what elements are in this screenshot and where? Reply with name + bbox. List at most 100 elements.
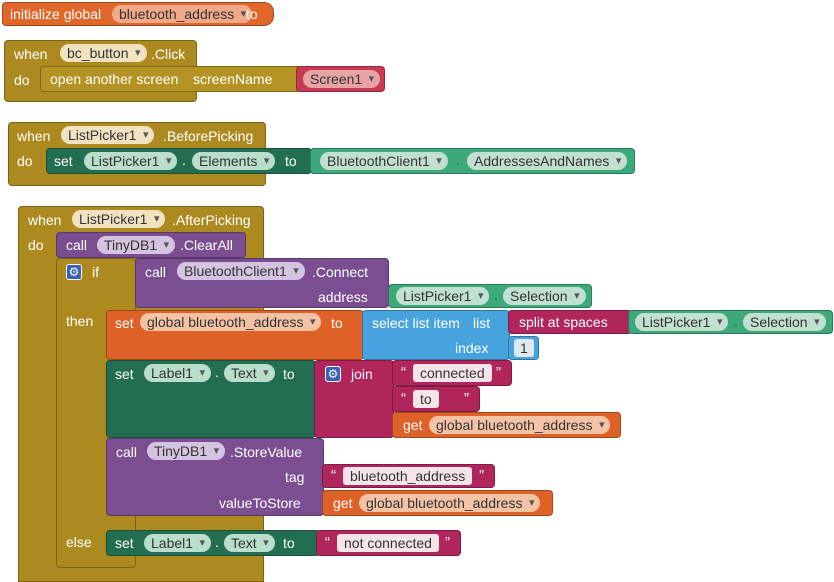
get-global-block[interactable]: get global bluetooth_address xyxy=(392,412,621,438)
component-dropdown[interactable]: bc_button xyxy=(60,44,147,62)
select-list-item-label: select list item xyxy=(372,315,460,331)
string-value[interactable]: connected xyxy=(413,364,492,382)
do-label: do xyxy=(17,153,33,169)
if-label: if xyxy=(92,264,99,280)
split-label: split at spaces xyxy=(519,314,608,330)
close-quote-icon: ” xyxy=(496,364,501,381)
global-init-to: to xyxy=(246,6,258,22)
event-name: .AfterPicking xyxy=(172,212,251,228)
open-quote-icon: “ xyxy=(325,534,330,551)
set-global-block[interactable]: set global bluetooth_address to xyxy=(106,310,364,360)
component-dropdown[interactable]: ListPicker1 xyxy=(61,126,155,144)
method-name: .StoreValue xyxy=(230,444,303,460)
event-name: .Click xyxy=(151,46,186,62)
dot-separator: . xyxy=(182,152,186,168)
call-label: call xyxy=(66,237,88,253)
split-at-spaces-block[interactable]: split at spaces xyxy=(508,310,632,334)
call-label: call xyxy=(145,264,167,280)
string-value[interactable]: to xyxy=(413,390,439,408)
listpicker-dropdown[interactable]: ListPicker1 xyxy=(396,287,490,305)
target-component-dropdown[interactable]: ListPicker1 xyxy=(84,152,178,170)
text-string-block[interactable]: “ connected ” xyxy=(392,360,512,386)
gear-icon[interactable]: ⚙ xyxy=(66,264,82,280)
property-dropdown[interactable]: Text xyxy=(224,534,275,552)
set-elements-block[interactable]: set ListPicker1 . Elements to xyxy=(46,148,312,174)
string-value[interactable]: bluetooth_address xyxy=(343,467,473,485)
join-label: join xyxy=(351,366,373,382)
close-quote-icon: ” xyxy=(464,390,469,407)
event-name: .BeforePicking xyxy=(163,128,254,144)
global-var-dropdown[interactable]: global bluetooth_address xyxy=(429,416,611,434)
method-name: .ClearAll xyxy=(180,237,233,253)
select-list-item-block[interactable]: select list item list index xyxy=(362,310,510,360)
dot-separator: . xyxy=(494,287,498,303)
global-var-name[interactable]: bluetooth_address xyxy=(112,5,253,23)
listpicker-selection-block[interactable]: ListPicker1 . Selection xyxy=(388,284,592,308)
store-value-block[interactable]: call TinyDB1 .StoreValue tag valueToStor… xyxy=(106,438,324,516)
index-number-block[interactable]: 1 xyxy=(508,336,539,360)
dot-separator: . xyxy=(456,152,460,168)
addresses-and-names-block[interactable]: BluetoothClient1 . AddressesAndNames xyxy=(310,148,635,174)
when-label: when xyxy=(17,128,51,144)
if-else-block[interactable]: ⚙ if then else xyxy=(56,258,136,568)
address-param: address xyxy=(318,289,368,305)
set-label: set xyxy=(115,366,134,382)
when-label: when xyxy=(14,46,48,62)
set-label-text-block[interactable]: set Label1 . Text to xyxy=(106,360,316,438)
open-quote-icon: “ xyxy=(401,390,406,407)
dot-separator: . xyxy=(215,364,219,380)
open-quote-icon: “ xyxy=(401,364,406,381)
global-var-dropdown[interactable]: global bluetooth_address xyxy=(359,494,541,512)
open-quote-icon: “ xyxy=(331,467,336,484)
set-label: set xyxy=(54,153,73,169)
label-component-dropdown[interactable]: Label1 xyxy=(144,534,212,552)
close-quote-icon: ” xyxy=(479,467,484,484)
gear-icon[interactable]: ⚙ xyxy=(325,366,341,382)
tinydb-dropdown[interactable]: TinyDB1 xyxy=(97,236,176,254)
clear-all-block[interactable]: call TinyDB1 .ClearAll xyxy=(56,232,246,258)
method-name: .Connect xyxy=(312,264,369,280)
text-string-block[interactable]: “ to ” xyxy=(392,386,480,412)
connect-block[interactable]: call BluetoothClient1 .Connect address xyxy=(135,258,389,308)
tag-param: tag xyxy=(285,469,305,485)
when-label: when xyxy=(28,212,62,228)
tag-string-block[interactable]: “ bluetooth_address ” xyxy=(322,464,495,488)
then-label: then xyxy=(66,313,94,329)
property-dropdown[interactable]: Elements xyxy=(192,152,276,170)
get-global-block[interactable]: get global bluetooth_address xyxy=(322,490,553,516)
call-label: call xyxy=(116,444,138,460)
label-component-dropdown[interactable]: Label1 xyxy=(144,364,212,382)
else-label: else xyxy=(66,534,92,550)
join-block[interactable]: ⚙ join xyxy=(314,360,394,438)
global-init-label: initialize global xyxy=(10,6,102,22)
bluetooth-dropdown[interactable]: BluetoothClient1 xyxy=(177,262,305,280)
open-screen-label: open another screen xyxy=(50,71,179,87)
source-property-dropdown[interactable]: AddressesAndNames xyxy=(467,152,628,170)
listpicker-dropdown[interactable]: ListPicker1 xyxy=(635,313,729,331)
do-label: do xyxy=(28,237,44,253)
screen-name-value-block[interactable]: Screen1 xyxy=(296,66,385,92)
value-to-store-param: valueToStore xyxy=(219,495,301,511)
index-value[interactable]: 1 xyxy=(514,339,534,357)
screen-name-param: screenName xyxy=(193,71,273,87)
source-component-dropdown[interactable]: BluetoothClient1 xyxy=(320,152,448,170)
not-connected-string-block[interactable]: “ not connected ” xyxy=(316,530,461,556)
tinydb-dropdown[interactable]: TinyDB1 xyxy=(147,442,226,460)
set-label: set xyxy=(115,535,134,551)
global-var-dropdown[interactable]: global bluetooth_address xyxy=(140,313,322,331)
split-arg-selection-block[interactable]: ListPicker1 . Selection xyxy=(628,310,833,334)
global-init-block[interactable]: initialize global bluetooth_address to xyxy=(2,2,274,26)
selection-dropdown[interactable]: Selection xyxy=(743,313,826,331)
component-dropdown[interactable]: ListPicker1 xyxy=(72,210,166,228)
property-dropdown[interactable]: Text xyxy=(224,364,275,382)
dot-separator: . xyxy=(734,313,738,329)
open-another-screen-block[interactable]: open another screen screenName xyxy=(40,66,302,92)
selection-dropdown[interactable]: Selection xyxy=(503,287,586,305)
dot-separator: . xyxy=(215,534,219,550)
string-value[interactable]: not connected xyxy=(337,534,439,552)
screen-dropdown[interactable]: Screen1 xyxy=(303,70,381,88)
get-label: get xyxy=(403,417,423,433)
close-quote-icon: ” xyxy=(445,534,450,551)
else-set-label-text-block[interactable]: set Label1 . Text to xyxy=(106,530,320,556)
to-label: to xyxy=(331,315,343,331)
